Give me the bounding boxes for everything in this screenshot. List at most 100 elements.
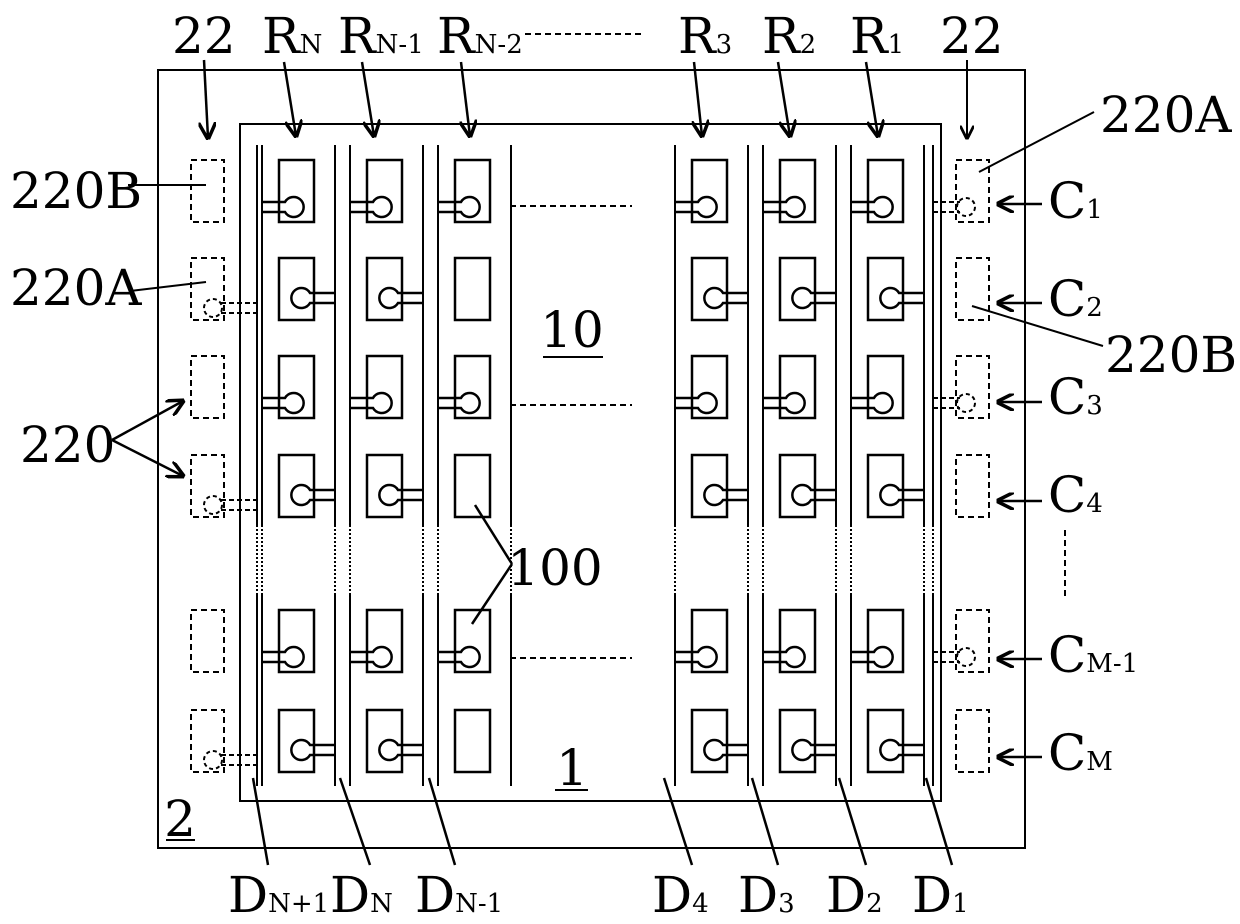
label-pixel-100: 100 (507, 539, 602, 597)
leader-data-line (253, 778, 268, 865)
label-display-area-10: 10 (540, 301, 604, 359)
pixel-via-connection (262, 393, 304, 413)
label-data-line-4: D4 (652, 866, 709, 924)
label-data-line-3: D3 (738, 866, 795, 924)
label-row-line-3: R3 (678, 7, 732, 65)
pixel-via-connection (763, 647, 805, 667)
label-row-line-N-2: RN-2 (437, 7, 523, 65)
leader-data-line (664, 778, 692, 865)
labels: 2222RNRN-1RN-2R3R2R1DN+1DNDN-1D4D3D2D1C1… (10, 7, 1237, 924)
leader-22-left (204, 60, 208, 138)
leader-220A-right (979, 112, 1094, 172)
label-column-line-3-subscript: 3 (1086, 391, 1103, 421)
pixel-via-connection (262, 197, 304, 217)
label-data-line-N-1: DN-1 (415, 866, 503, 924)
label-column-line-M-main: C (1048, 724, 1086, 782)
label-data-line-N+1-main: D (228, 866, 268, 924)
pixel-via-connection (851, 393, 893, 413)
label-220B-right: 220B (1105, 326, 1237, 384)
label-220-group: 220 (20, 416, 115, 474)
label-row-line-2: R2 (762, 7, 816, 65)
dummy-pad-right (956, 710, 989, 772)
label-column-line-2: C2 (1048, 270, 1103, 328)
pixel-via-connection (851, 197, 893, 217)
pixel-via-connection (262, 647, 304, 667)
label-row-line-N-2-subscript: N-2 (475, 30, 523, 60)
dummy-via-right (957, 394, 975, 412)
label-row-line-1-main: R (850, 7, 889, 65)
label-data-line-N+1: DN+1 (228, 866, 329, 924)
pixel-via-connection (851, 647, 893, 667)
label-data-line-4-main: D (652, 866, 692, 924)
dummy-pad-left (191, 258, 224, 320)
label-data-line-N-subscript: N (370, 889, 393, 919)
label-row-line-N-1-subscript: N-1 (376, 30, 424, 60)
label-row-line-N: RN (262, 7, 322, 65)
dummy-pad-right (956, 610, 989, 672)
pixel-pad (455, 455, 490, 517)
label-column-line-3: C3 (1048, 368, 1103, 426)
pixel-pad (455, 710, 490, 772)
label-column-line-4: C4 (1048, 466, 1103, 524)
label-data-line-1-subscript: 1 (952, 889, 969, 919)
dummy-via-left (204, 299, 222, 317)
pixel-via-connection (350, 393, 392, 413)
label-column-line-M: CM (1048, 724, 1113, 782)
label-row-line-2-subscript: 2 (800, 30, 817, 60)
pixel-via-connection (675, 393, 717, 413)
dummy-via-left (204, 496, 222, 514)
dummy-pad-right (956, 455, 989, 517)
label-220B-left: 220B (10, 162, 142, 220)
pixel-pad (455, 258, 490, 320)
pixel-via-connection (438, 393, 480, 413)
label-column-line-4-main: C (1048, 466, 1086, 524)
dummy-via-left (204, 751, 222, 769)
label-220A-right: 220A (1100, 86, 1232, 144)
label-column-line-M-subscript: M (1086, 747, 1113, 777)
dummy-via-right (957, 198, 975, 216)
label-row-line-1: R1 (850, 7, 904, 65)
dummy-pad-right (956, 356, 989, 418)
label-column-line-1-main: C (1048, 172, 1086, 230)
label-data-line-3-main: D (738, 866, 778, 924)
label-column-line-2-main: C (1048, 270, 1086, 328)
leader-data-line (752, 778, 778, 865)
label-column-line-1-subscript: 1 (1086, 195, 1103, 225)
pixel-via-connection (350, 647, 392, 667)
label-220A-left: 220A (10, 259, 142, 317)
dummy-pad-left (191, 455, 224, 517)
label-data-line-1-main: D (912, 866, 952, 924)
leader-pixel-lower (472, 564, 512, 624)
label-row-line-N-2-main: R (437, 7, 476, 65)
label-data-line-2: D2 (826, 866, 883, 924)
label-row-line-2-main: R (762, 7, 801, 65)
leader-data-line (926, 778, 952, 865)
label-row-line-3-subscript: 3 (716, 30, 733, 60)
leader-220-lower (112, 440, 183, 476)
dummy-via-right (957, 648, 975, 666)
label-row-line-N-main: R (262, 7, 301, 65)
label-row-line-3-main: R (678, 7, 717, 65)
leader-data-line (839, 778, 866, 865)
label-column-line-1: C1 (1048, 172, 1103, 230)
label-22-left: 22 (172, 7, 236, 65)
label-row-line-N-subscript: N (300, 30, 323, 60)
leader-pixel-upper (475, 505, 512, 564)
pixel-via-connection (438, 647, 480, 667)
outer-substrate (158, 70, 1025, 848)
label-data-line-2-main: D (826, 866, 866, 924)
leader-data-line (340, 778, 370, 865)
label-data-line-3-subscript: 3 (778, 889, 795, 919)
dummy-pad-left (191, 610, 224, 672)
leader-data-line (429, 778, 455, 865)
pixel-via-connection (675, 647, 717, 667)
pixel-via-connection (350, 197, 392, 217)
label-column-line-3-main: C (1048, 368, 1086, 426)
dummy-pad-left (191, 710, 224, 772)
label-row-line-N-1: RN-1 (338, 7, 424, 65)
dummy-pad-left (191, 356, 224, 418)
label-column-line-M-1-subscript: M-1 (1086, 649, 1138, 679)
leader-220-upper (112, 401, 183, 440)
label-column-line-M-1: CM-1 (1048, 626, 1138, 684)
